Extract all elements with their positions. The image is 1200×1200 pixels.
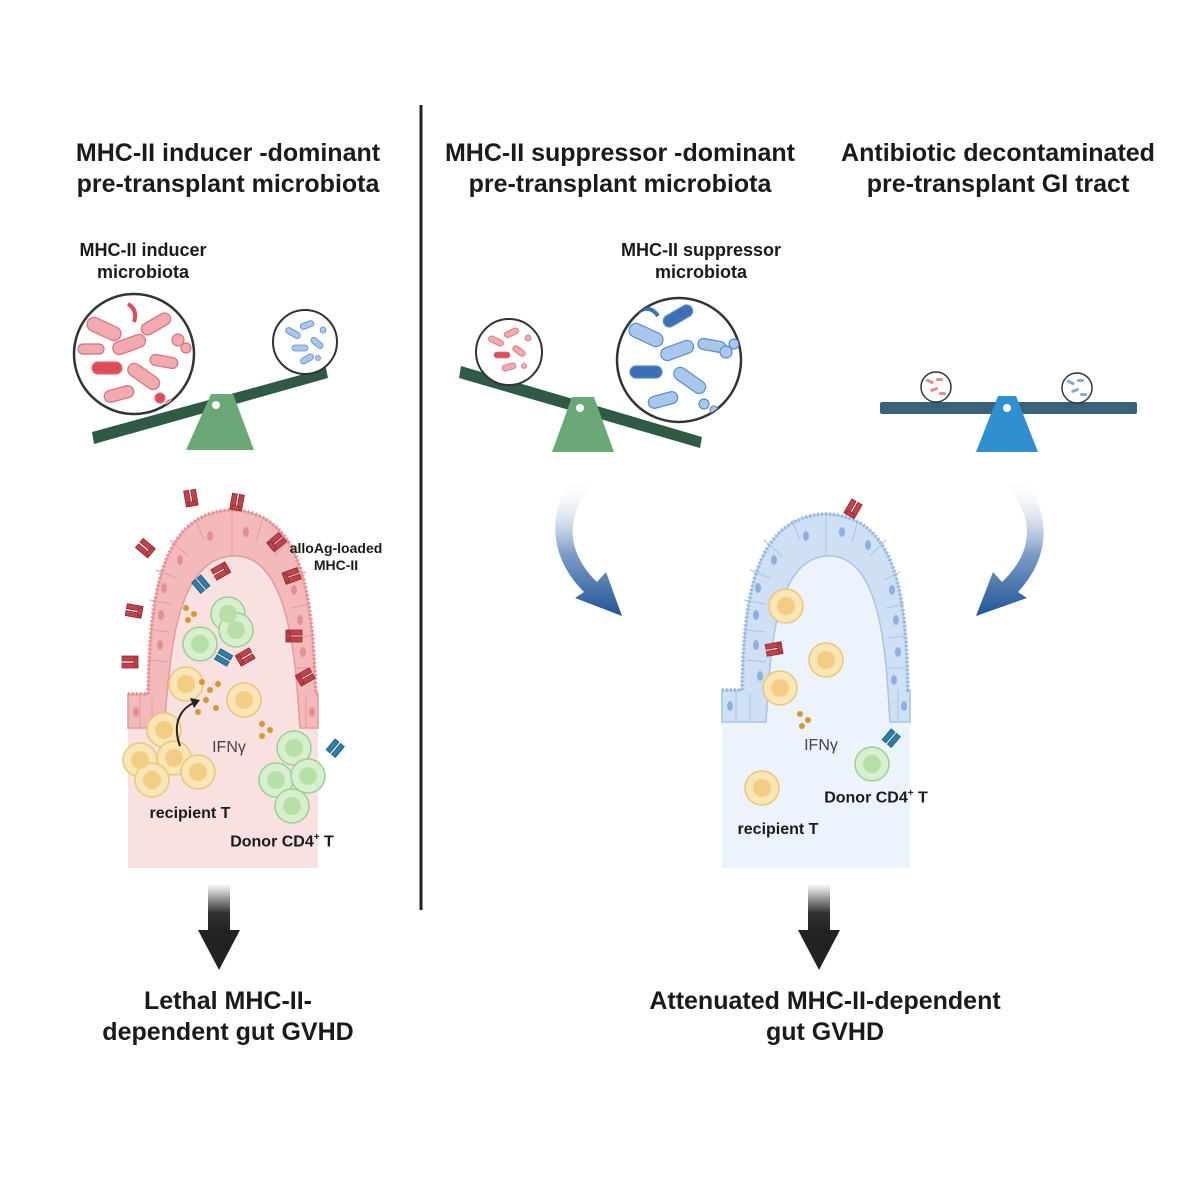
label-recipient-t-right: recipient T (737, 821, 819, 838)
left-villus (121, 488, 345, 868)
curved-arrow-right (976, 478, 1044, 616)
right-villus (721, 498, 911, 868)
mhc-ii-molecules (121, 488, 316, 687)
left-seesaw (92, 368, 328, 450)
label-ifn-gamma-left: IFNγ (212, 739, 246, 756)
suppressor-microbiota-tiny-icon (1061, 372, 1093, 404)
heading-right: Antibiotic decontaminated pre-transplant… (841, 139, 1155, 198)
label-recipient-t-left: recipient T (149, 805, 231, 822)
label-donor-cd4-left: Donor CD4+ T (230, 832, 334, 851)
seesaw-fulcrum (552, 397, 614, 452)
label-donor-cd4-right: Donor CD4+ T (824, 788, 928, 807)
heading-middle: MHC-II suppressor -dominant pre-transpla… (444, 139, 795, 198)
inducer-microbiota-large-icon (72, 292, 196, 416)
curved-arrow-left (555, 478, 622, 616)
ifn-gamma-particles (183, 605, 273, 739)
label-suppressor-microbiota: MHC-II suppressor microbiota (620, 240, 782, 282)
seesaw-fulcrum (186, 394, 254, 450)
down-arrow-left (198, 884, 240, 970)
label-ifn-gamma-right: IFNγ (804, 737, 838, 754)
outcome-left: Lethal MHC-II- dependent gut GVHD (102, 987, 354, 1046)
balance-fulcrum (976, 396, 1038, 452)
inducer-microbiota-small-icon (475, 318, 543, 386)
label-alloag-mhc: alloAg-loaded MHC-II (289, 540, 383, 574)
heading-left: MHC-II inducer -dominant pre-transplant … (75, 139, 381, 198)
inducer-microbiota-tiny-icon (920, 371, 952, 403)
suppressor-microbiota-small-icon (272, 309, 338, 375)
label-inducer-microbiota: MHC-II inducer microbiota (79, 240, 207, 282)
down-arrow-right (798, 884, 840, 970)
outcome-right: Attenuated MHC-II-dependent gut GVHD (649, 987, 1001, 1046)
right-balance (880, 396, 1137, 452)
suppressor-microbiota-large-icon (615, 296, 743, 424)
tcr-molecules (191, 574, 345, 758)
middle-seesaw (459, 366, 702, 452)
